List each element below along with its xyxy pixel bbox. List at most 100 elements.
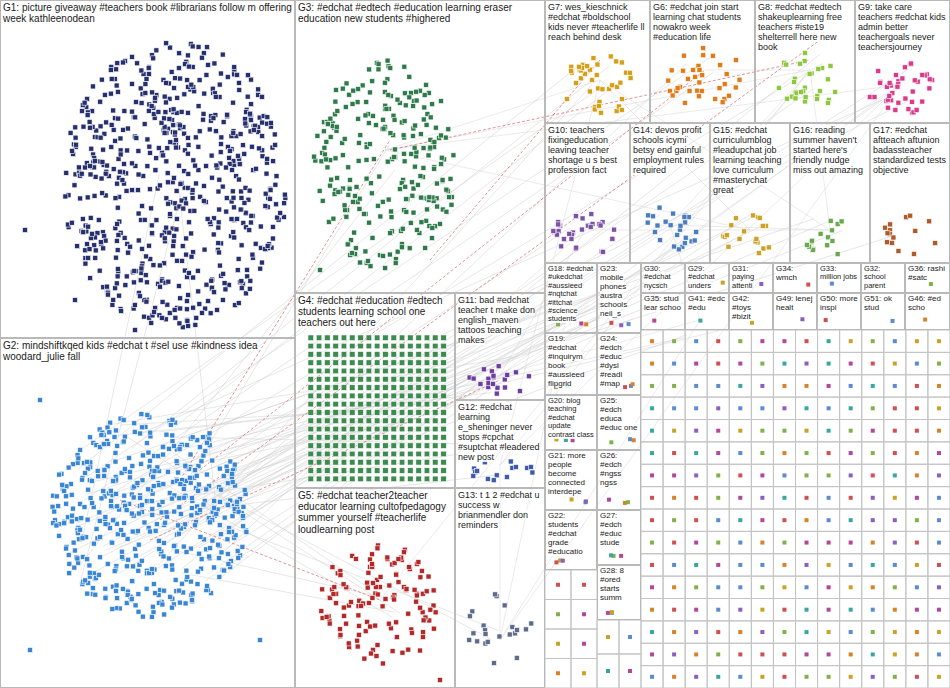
vertex [222, 568, 227, 573]
vertex [76, 165, 81, 170]
vertex [143, 273, 148, 278]
vertex [224, 209, 229, 214]
vertex [371, 580, 376, 585]
link-line [200, 306, 601, 452]
vertex [180, 244, 185, 249]
vertex [247, 228, 252, 233]
vertex [88, 215, 93, 220]
vertex [567, 231, 572, 236]
vertex [887, 93, 892, 98]
vertex [221, 271, 226, 276]
vertex [353, 556, 358, 561]
vertex [129, 511, 134, 516]
vertex [196, 144, 201, 149]
vertex [189, 597, 194, 602]
vertex [365, 585, 370, 590]
vertex [191, 275, 196, 280]
vertex [682, 215, 687, 220]
vertex [114, 83, 119, 88]
vertex [308, 401, 314, 407]
vertex [154, 48, 159, 53]
vertex [388, 131, 393, 136]
vertex [421, 146, 426, 151]
vertex [419, 220, 424, 225]
vertex [385, 555, 390, 560]
vertex [825, 77, 830, 82]
vertex [177, 123, 182, 128]
vertex [421, 117, 426, 122]
vertex [320, 198, 325, 203]
vertex [215, 307, 220, 312]
vertex [612, 227, 617, 232]
vertex [121, 417, 126, 422]
vertex [191, 158, 196, 163]
vertex [668, 223, 673, 228]
vertex [502, 377, 507, 382]
vertex [467, 614, 472, 619]
vertex [111, 479, 116, 484]
vertex [598, 110, 603, 115]
vertex [423, 245, 428, 250]
vertex [229, 217, 234, 222]
vertex [569, 236, 574, 241]
vertex [178, 181, 183, 186]
vertex [265, 156, 270, 161]
vertex [141, 173, 146, 178]
vertex [308, 368, 314, 374]
vertex [174, 227, 179, 232]
vertex [189, 82, 194, 87]
vertex [418, 174, 423, 179]
vertex [407, 565, 412, 570]
vertex [174, 549, 179, 554]
vertex [909, 61, 914, 66]
vertex [123, 283, 128, 288]
vertex [576, 64, 581, 69]
vertex [153, 591, 158, 596]
vertex [168, 140, 173, 145]
vertex [573, 214, 578, 219]
vertex [201, 198, 206, 203]
vertex [140, 246, 145, 251]
vertex [510, 625, 515, 630]
vertex [337, 627, 342, 632]
vertex [420, 610, 425, 615]
vertex [121, 127, 126, 132]
vertex [184, 568, 189, 573]
vertex [231, 205, 236, 210]
vertex [109, 122, 114, 127]
vertex [115, 504, 120, 509]
vertex [235, 216, 240, 221]
vertex [356, 87, 361, 92]
vertex [111, 167, 116, 172]
vertex [365, 580, 370, 585]
vertex [204, 472, 209, 477]
vertex [891, 235, 896, 240]
vertex [368, 651, 373, 656]
vertex [185, 53, 190, 58]
vertex [208, 520, 213, 525]
vertex [513, 370, 518, 375]
vertex [115, 181, 120, 186]
vertex [375, 546, 380, 551]
vertex [375, 643, 380, 648]
vertex [179, 109, 184, 114]
vertex [207, 520, 212, 525]
vertex [116, 116, 121, 121]
vertex [206, 299, 211, 304]
vertex [394, 572, 399, 577]
vertex [578, 76, 583, 81]
vertex [367, 220, 372, 225]
vertex [380, 117, 385, 122]
vertex [64, 170, 69, 175]
vertex [440, 177, 445, 182]
vertex [165, 302, 170, 307]
vertex [81, 124, 86, 129]
vertex [619, 60, 624, 65]
vertex [217, 177, 222, 182]
vertex [69, 519, 74, 524]
vertex [149, 567, 154, 572]
vertex [231, 100, 236, 105]
vertex [115, 248, 120, 253]
vertex [174, 459, 179, 464]
